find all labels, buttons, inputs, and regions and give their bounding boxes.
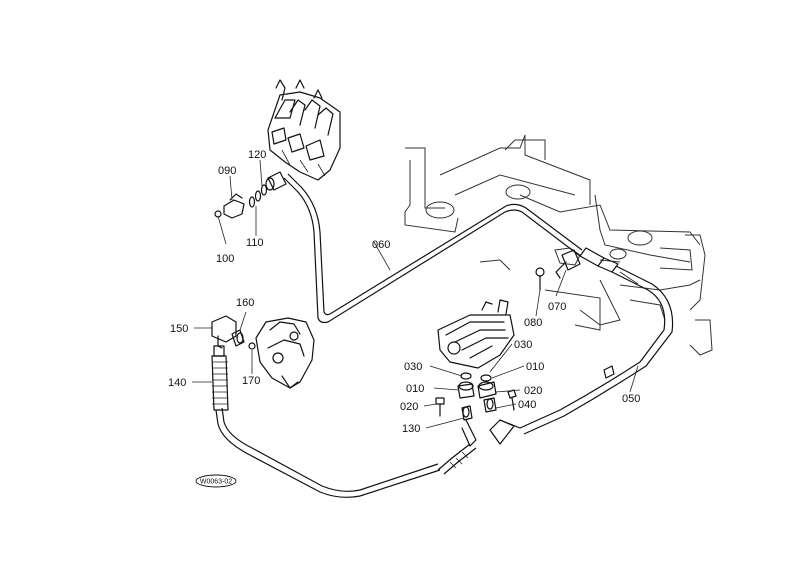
part-labels: 090 100 110 120 060 070 080 050 160 150 … — [168, 149, 640, 435]
label-010-left: 010 — [406, 383, 424, 395]
label-110: 110 — [246, 237, 264, 249]
label-060: 060 — [372, 239, 390, 251]
pipe-060 — [283, 173, 583, 324]
label-040: 040 — [518, 399, 536, 411]
reference-code-badge: W0063-02 — [195, 474, 237, 488]
label-120: 120 — [248, 149, 266, 161]
valve-elbow-fitting — [265, 171, 287, 191]
label-030-right: 030 — [514, 339, 532, 351]
label-170: 170 — [242, 375, 260, 387]
adapter-group — [457, 372, 497, 421]
label-020-right: 020 — [524, 385, 542, 397]
label-080: 080 — [524, 317, 542, 329]
hose-130-section — [437, 443, 477, 475]
label-130: 130 — [402, 423, 420, 435]
orings-110-120 — [248, 184, 268, 208]
chassis-frame — [404, 134, 713, 356]
fitting-090 — [223, 193, 245, 219]
label-010-right: 010 — [526, 361, 544, 373]
pipe-clamp — [535, 249, 581, 291]
hose-140 — [211, 345, 441, 498]
label-020-left: 020 — [400, 401, 418, 413]
swivel-fittings — [461, 419, 521, 447]
label-150: 150 — [170, 323, 188, 335]
label-160: 160 — [236, 297, 254, 309]
bolts-020 — [435, 389, 517, 417]
label-090: 090 — [218, 165, 236, 177]
steering-valve-left — [255, 317, 315, 389]
reference-code: W0063-02 — [200, 479, 232, 486]
hose-coupling-right — [579, 247, 619, 273]
control-valve — [267, 79, 341, 181]
hose-050 — [519, 265, 674, 435]
leader-lines — [192, 159, 639, 429]
fittings-160-170 — [231, 329, 256, 350]
label-050: 050 — [622, 393, 640, 405]
elbow-150 — [211, 315, 237, 349]
label-140: 140 — [168, 377, 186, 389]
label-100: 100 — [216, 253, 234, 265]
hydraulic-pump — [437, 299, 515, 369]
label-030-left: 030 — [404, 361, 422, 373]
label-070: 070 — [548, 301, 566, 313]
